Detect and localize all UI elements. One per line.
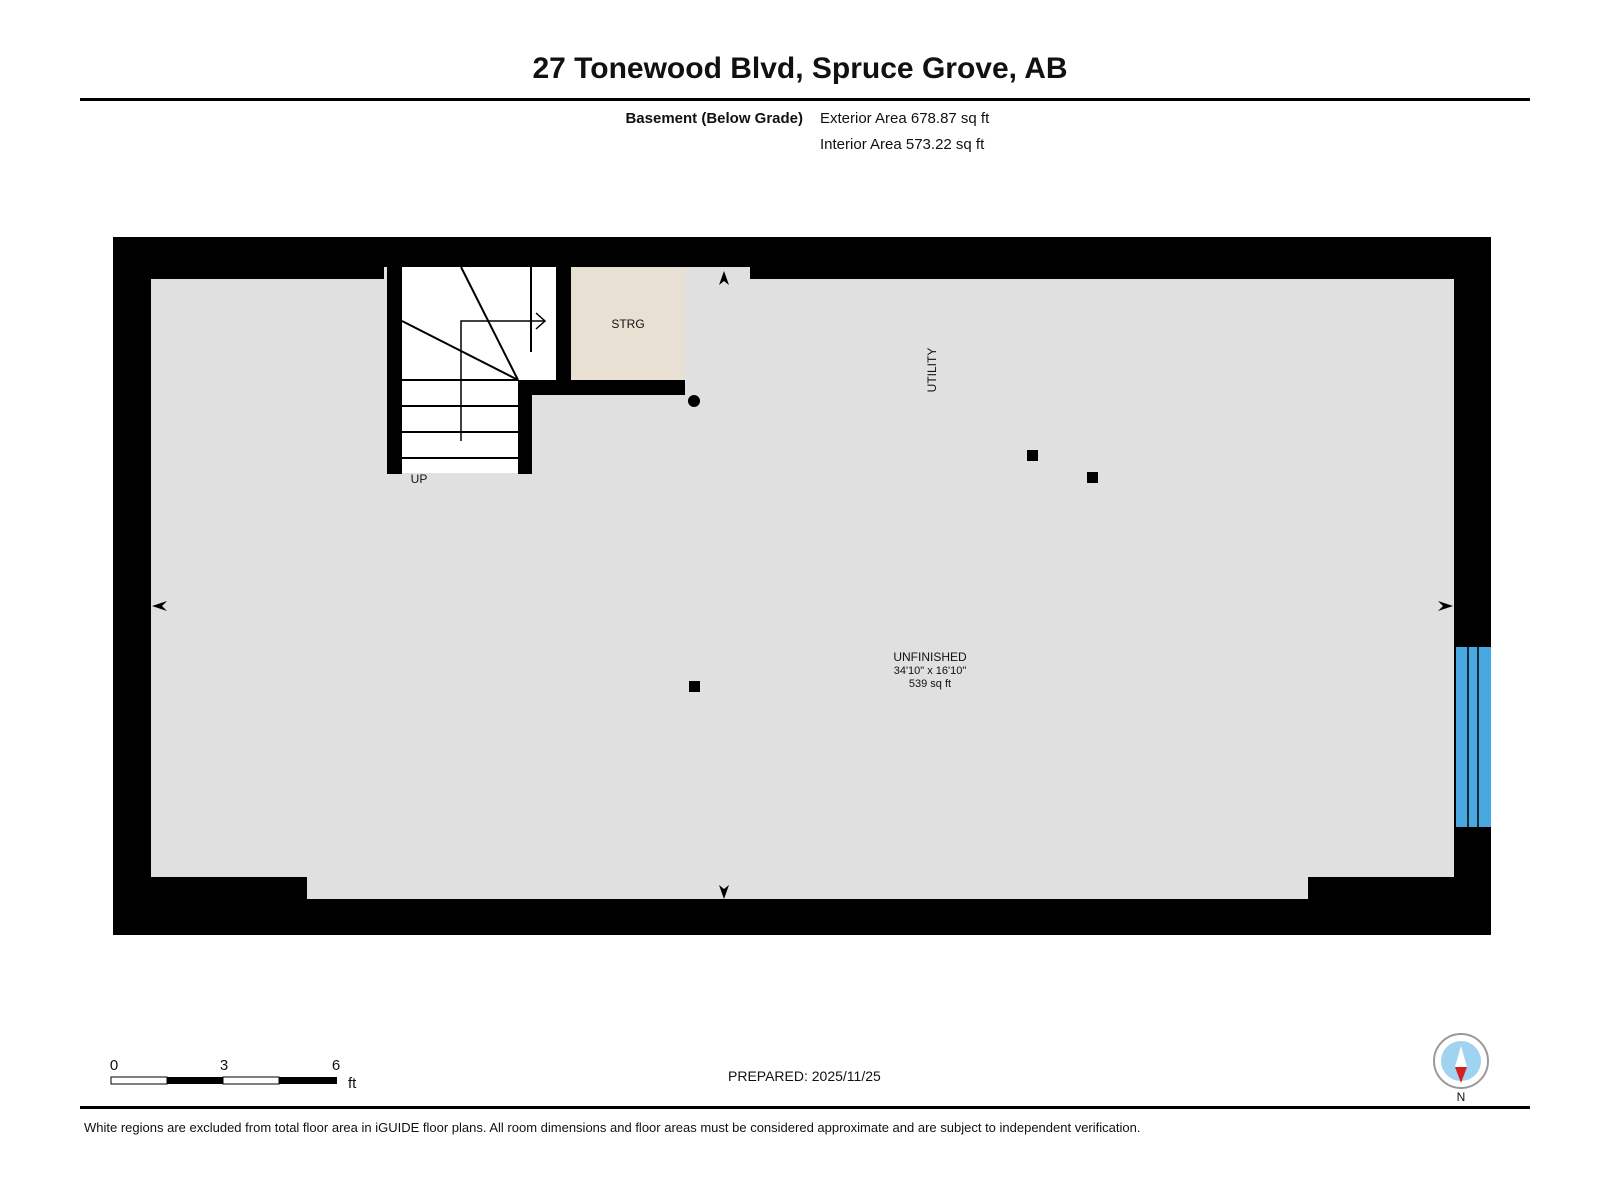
- scale-tick-3: 3: [220, 1057, 228, 1074]
- unfinished-room-floor: [151, 267, 1454, 899]
- storage-room-floor: [571, 267, 685, 380]
- storage-wall-bottom: [518, 380, 685, 395]
- page-title: 27 Tonewood Blvd, Spruce Grove, AB: [532, 52, 1068, 85]
- stair-wall-left: [387, 267, 402, 474]
- scale-unit: ft: [348, 1075, 357, 1092]
- square-post: [689, 681, 700, 692]
- compass-icon: N: [1433, 1033, 1489, 1104]
- arrow-right-icon: [1438, 601, 1453, 611]
- unfinished-area: 539 sq ft: [909, 678, 951, 690]
- square-post: [1087, 472, 1098, 483]
- stairwell-lower: [402, 380, 518, 473]
- arrow-up-icon: [719, 271, 729, 285]
- disclaimer: White regions are excluded from total fl…: [84, 1120, 1141, 1135]
- utility-label: UTILITY: [925, 348, 939, 393]
- storage-label: STRG: [611, 317, 644, 331]
- unfinished-label: UNFINISHED: [893, 650, 967, 664]
- scale-bar: 0 3 6 ft: [110, 1057, 357, 1092]
- level-name: Basement (Below Grade): [625, 110, 803, 127]
- exterior-area: Exterior Area 678.87 sq ft: [820, 110, 990, 127]
- dimension-arrows: [152, 271, 1453, 899]
- arrow-left-icon: [152, 601, 167, 611]
- compass-north-label: N: [1457, 1090, 1466, 1104]
- arrow-down-icon: [719, 885, 729, 899]
- stairs-up-label: UP: [411, 472, 428, 486]
- stair-treads: [401, 266, 532, 459]
- stair-wall-right: [518, 380, 532, 474]
- scale-tick-0: 0: [110, 1057, 118, 1074]
- unfinished-dimensions: 34'10" x 16'10": [894, 665, 967, 677]
- stairwell-upper: [402, 267, 558, 380]
- header-divider: [80, 98, 1530, 101]
- window-frame-lines: [1467, 647, 1479, 827]
- round-post: [688, 395, 700, 407]
- support-posts: [688, 395, 1098, 692]
- prepared-date: PREPARED: 2025/11/25: [728, 1068, 881, 1084]
- stair-direction-arrow: [460, 312, 547, 441]
- footer-divider: [80, 1106, 1530, 1109]
- interior-area: Interior Area 573.22 sq ft: [820, 136, 985, 153]
- square-post: [1027, 450, 1038, 461]
- storage-wall-left: [556, 267, 571, 380]
- window: [1456, 647, 1491, 827]
- scale-tick-6: 6: [332, 1057, 340, 1074]
